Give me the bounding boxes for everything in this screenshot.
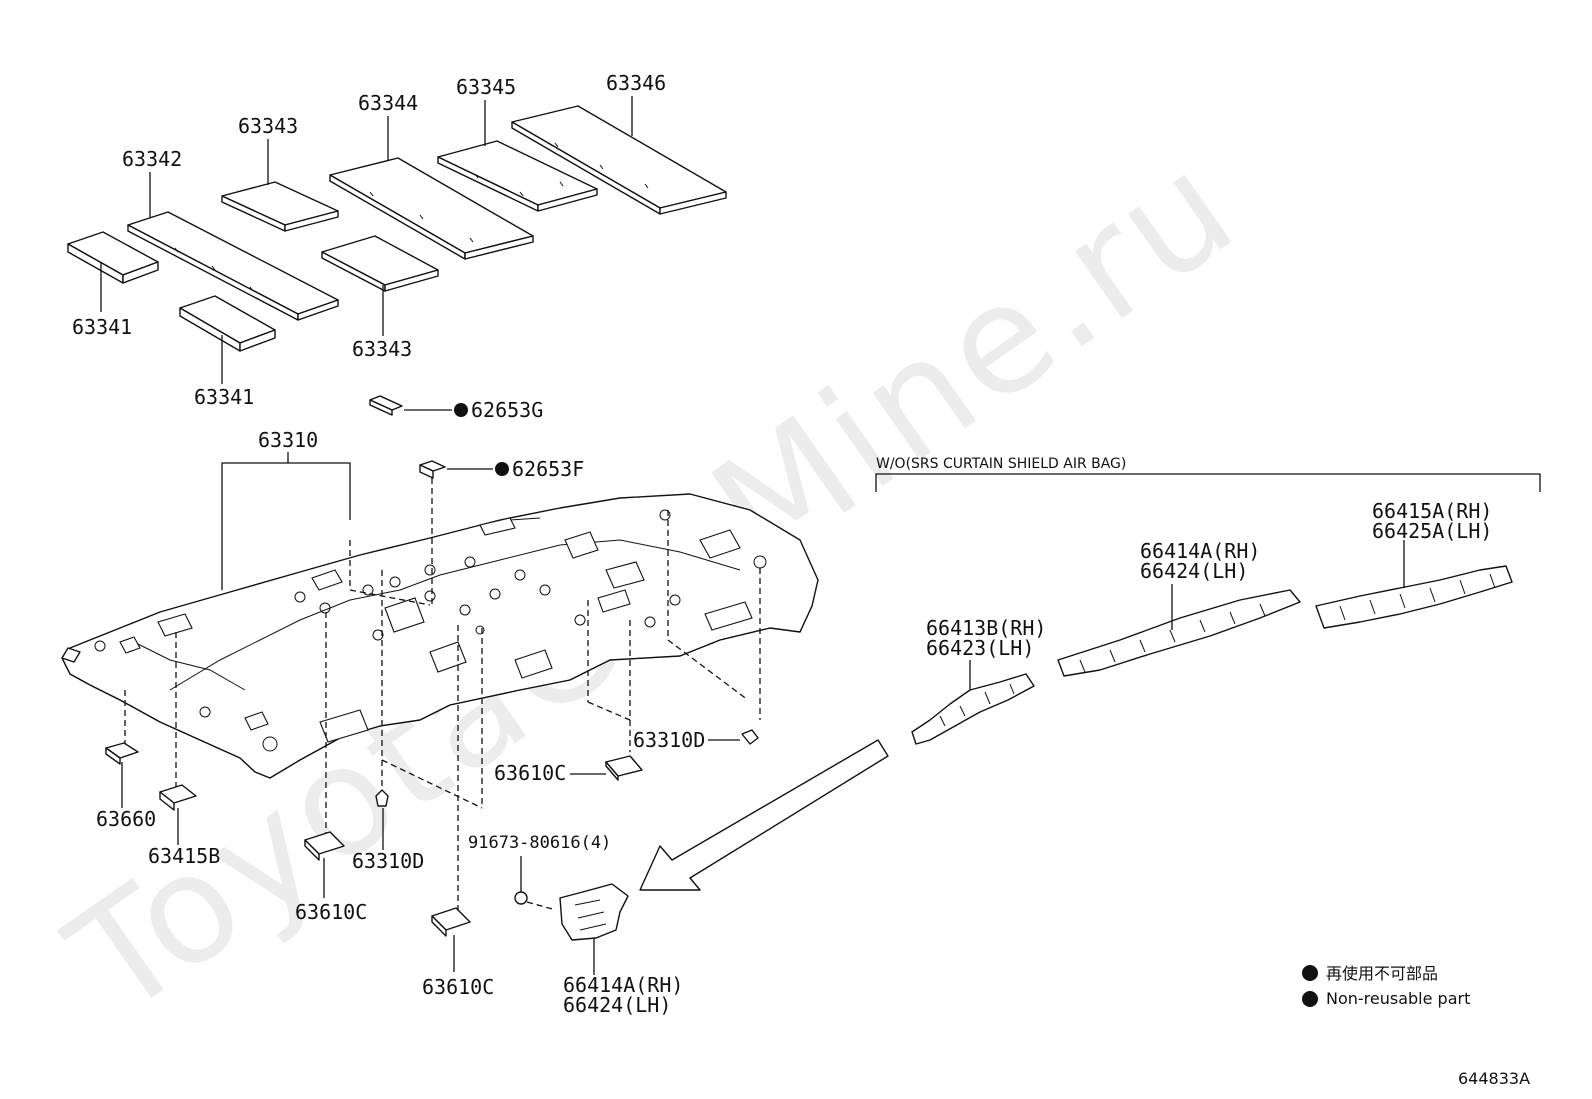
callout-63610C-right: 63610C [494, 761, 566, 785]
fastener-63310D-left: 63310D [352, 789, 424, 873]
callout-91673: 91673-80616(4) [468, 833, 611, 853]
callout-63310D-right: 63310D [633, 728, 705, 752]
callout-63610C-bottom: 63610C [422, 975, 494, 999]
callout-66414A-top: 66414A(RH) [1140, 539, 1260, 563]
grip-cap-63610C-right: 63610C [494, 755, 643, 785]
part-63660: 63660 [96, 742, 156, 831]
condition-bracket: W/O(SRS CURTAIN SHIELD AIR BAG) [875, 456, 1541, 492]
non-reusable-dot-62653F [495, 462, 509, 476]
pad-63342 [127, 211, 339, 321]
legend-dot-2 [1302, 991, 1318, 1007]
bolt-91673: 91673-80616(4) [468, 833, 611, 911]
callout-62653G: 62653G [471, 398, 543, 422]
callout-62653F: 62653F [512, 457, 584, 481]
callout-63341-bottom: 63341 [194, 385, 254, 409]
pad-63341-bottom [179, 295, 276, 352]
callout-66414A-bottom: 66414A(RH) [563, 973, 683, 997]
bracket-66414A-bottom: 66414A(RH) 66424(LH) [559, 883, 683, 1017]
headliner-63310 [61, 493, 819, 779]
part-63415B: 63415B [148, 784, 220, 868]
callout-63344: 63344 [358, 91, 418, 115]
pad-63346 [511, 105, 727, 215]
fastener-63310D-right: 63310D [633, 728, 759, 752]
callout-63341-left: 63341 [72, 315, 132, 339]
callouts-pads: 63346 63345 63344 63343 63342 63341 6334… [72, 71, 666, 409]
grip-cap-63610C-bottom: 63610C [422, 907, 494, 999]
part-66413B: 66413B(RH) 66423(LH) [911, 616, 1046, 745]
callout-63346: 63346 [606, 71, 666, 95]
callout-63310-group: 63310 [221, 428, 351, 590]
grip-cap-63610C-left: 63610C [295, 831, 367, 924]
drawing-id: 644833A [1458, 1069, 1530, 1088]
callout-63310: 63310 [258, 428, 318, 452]
callout-63342: 63342 [122, 147, 182, 171]
legend: 再使用不可部品 Non-reusable part [1302, 964, 1470, 1008]
condition-note: W/O(SRS CURTAIN SHIELD AIR BAG) [876, 456, 1126, 472]
callout-66425A: 66425A(LH) [1372, 519, 1492, 543]
part-66414A-top: 66414A(RH) 66424(LH) [1057, 539, 1301, 677]
callout-63345: 63345 [456, 75, 516, 99]
legend-line-2: Non-reusable part [1326, 989, 1470, 1008]
pad-63344 [329, 157, 534, 260]
callout-63310D-left: 63310D [352, 849, 424, 873]
callout-63415B: 63415B [148, 844, 220, 868]
pad-63343-top [221, 181, 339, 232]
clip-62653F: 62653F [419, 457, 584, 481]
callout-63343-bottom: 63343 [352, 337, 412, 361]
direction-arrow [639, 739, 889, 891]
legend-dot-1 [1302, 965, 1318, 981]
pad-63345 [437, 140, 598, 212]
pad-63341-left [67, 231, 159, 284]
non-reusable-dot-62653G [454, 403, 468, 417]
legend-line-1: 再使用不可部品 [1326, 964, 1438, 983]
part-66415A: 66415A(RH) 66425A(LH) [1315, 499, 1513, 629]
callout-66424-bottom: 66424(LH) [563, 993, 671, 1017]
pad-notches [174, 142, 649, 292]
callout-63610C-left: 63610C [295, 900, 367, 924]
callout-66423: 66423(LH) [926, 636, 1034, 660]
callout-66415A: 66415A(RH) [1372, 499, 1492, 523]
callout-66413B: 66413B(RH) [926, 616, 1046, 640]
clip-62653G: 62653G [369, 395, 543, 422]
callout-66424-top: 66424(LH) [1140, 559, 1248, 583]
callout-63343-top: 63343 [238, 114, 298, 138]
callout-63660: 63660 [96, 807, 156, 831]
dashed-leaders-headliner [124, 478, 761, 910]
pad-63343-bottom [321, 235, 439, 292]
